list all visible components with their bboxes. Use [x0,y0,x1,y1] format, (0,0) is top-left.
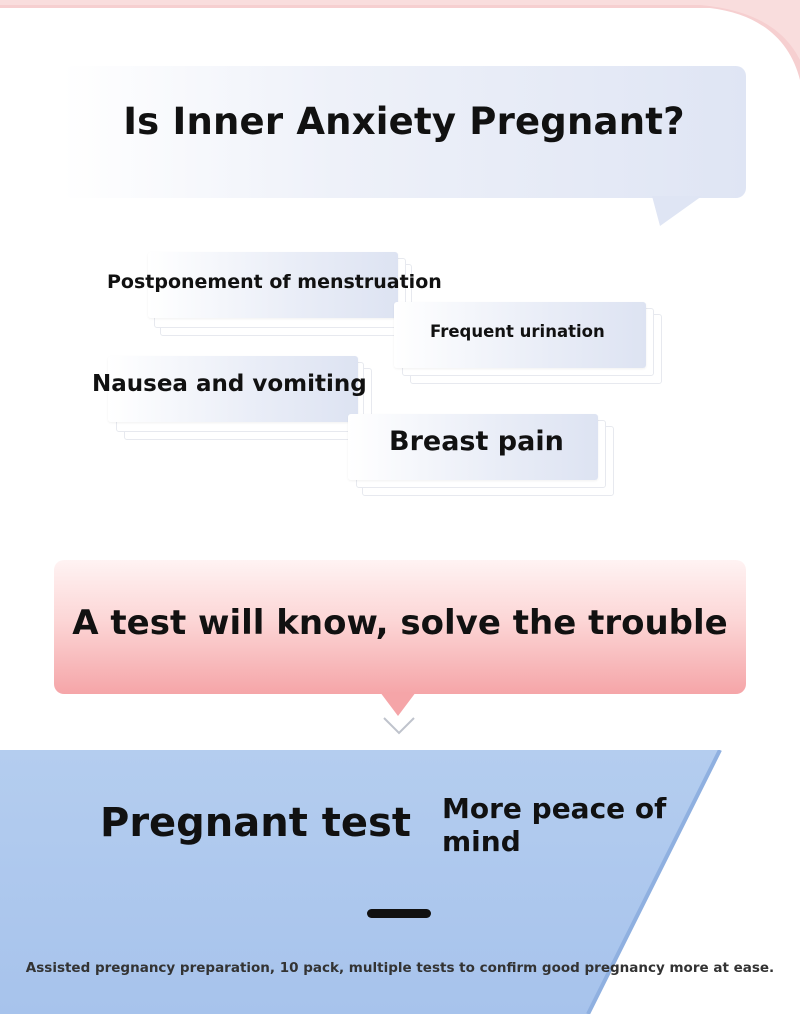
symptom-label: Breast pain [389,426,564,457]
chevron-down-icon [383,717,415,735]
divider [367,909,431,918]
product-title: Pregnant test [100,800,411,846]
product-panel [0,750,722,1014]
top-decorative-band [0,0,800,80]
symptom-label: Nausea and vomiting [92,371,367,397]
question-title: Is Inner Anxiety Pregnant? [123,100,685,143]
test-bubble-text: A test will know, solve the trouble [72,603,728,643]
product-footer-text: Assisted pregnancy preparation, 10 pack,… [25,960,775,976]
symptom-label: Postponement of menstruation [107,271,442,293]
test-bubble-tail [380,692,416,716]
question-bubble [62,66,746,198]
symptom-label: Frequent urination [430,322,605,341]
question-bubble-tail [652,196,702,226]
test-bubble [54,560,746,694]
product-tagline: More peace of mind [442,792,667,858]
